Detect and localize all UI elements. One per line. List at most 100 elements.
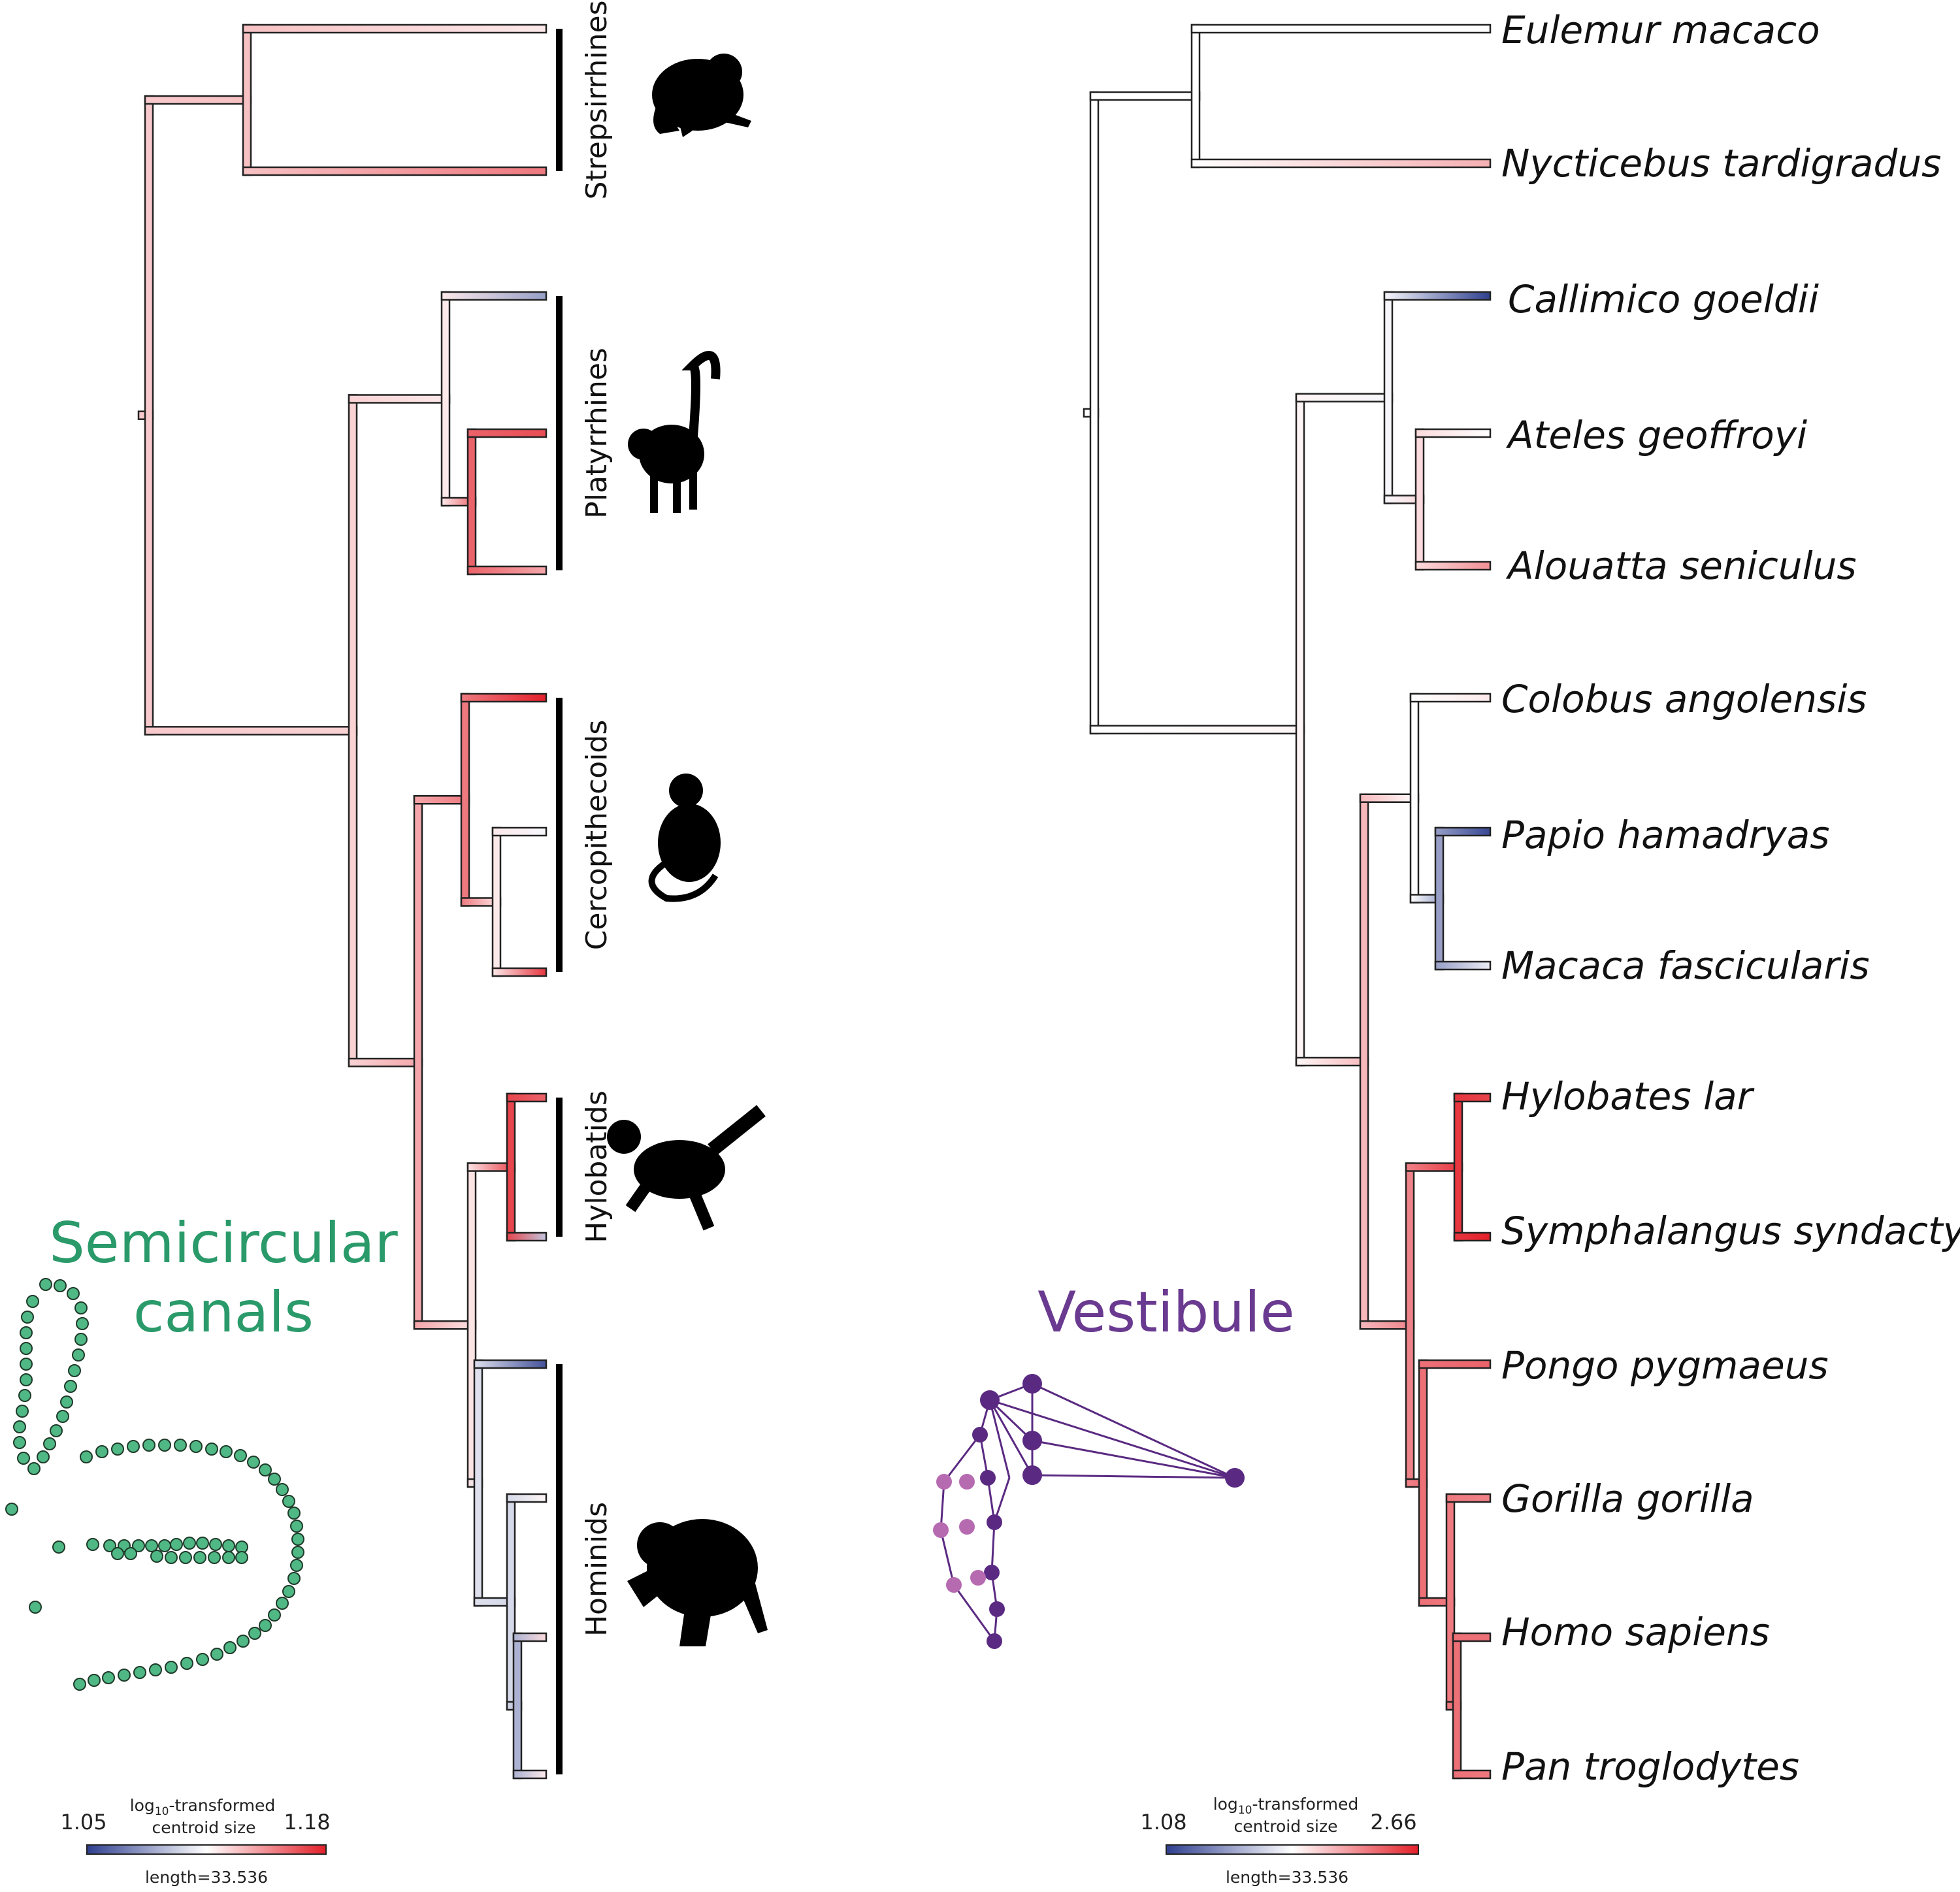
- canal-landmark-dot: [13, 1420, 26, 1433]
- canal-landmark-dot: [276, 1597, 289, 1610]
- node-connector: [440, 291, 451, 507]
- species-label: Pan troglodytes: [1501, 1744, 1799, 1789]
- tip-branch: [1452, 1632, 1492, 1642]
- legend-min-value: 1.08: [1140, 1810, 1186, 1835]
- spider-monkey-silhouette-icon: [628, 351, 721, 513]
- species-label: Eulemur macaco: [1501, 8, 1820, 52]
- canal-landmark-dot: [259, 1463, 272, 1476]
- canal-landmark-dot: [21, 1311, 34, 1324]
- tip-branch: [506, 1493, 547, 1503]
- canal-landmark-dot: [27, 1462, 41, 1475]
- canal-landmark-dot: [210, 1648, 223, 1661]
- canal-landmark-dot: [73, 1678, 86, 1691]
- canal-landmark-dot: [74, 1333, 88, 1346]
- canal-landmark-dot: [20, 1358, 33, 1371]
- canal-landmark-dot: [222, 1539, 235, 1552]
- tip-branch: [512, 1769, 547, 1780]
- canal-landmark-dot: [276, 1483, 289, 1496]
- node-connector: [491, 826, 502, 977]
- tip-branch: [440, 291, 547, 301]
- canal-landmark-dot: [127, 1440, 140, 1453]
- tip-branch: [466, 565, 547, 576]
- left-phylogenetic-tree: [137, 24, 547, 1780]
- canal-landmark-dot: [165, 1661, 178, 1674]
- color-legend-right: 1.08 2.66 log10-transformed centroid siz…: [1140, 1795, 1419, 1887]
- canal-landmark-dot: [111, 1547, 124, 1560]
- tip-branch: [473, 1359, 547, 1369]
- node-connector: [1414, 428, 1425, 571]
- species-label: Callimico goeldii: [1508, 277, 1819, 321]
- canal-landmark-dot: [26, 1295, 39, 1308]
- tip-branch: [1190, 24, 1492, 34]
- species-label: Alouatta seniculus: [1505, 544, 1857, 588]
- canal-landmark-dot: [86, 1538, 99, 1551]
- internal-branch: [348, 394, 451, 404]
- species-label: Symphalangus syndactylus: [1501, 1209, 1960, 1253]
- canal-landmark-dot: [282, 1495, 295, 1508]
- canal-landmark-dot: [17, 1452, 30, 1465]
- canal-landmark-dot: [222, 1551, 235, 1564]
- tip-branch: [506, 1231, 547, 1242]
- canal-landmark-dot: [268, 1473, 281, 1486]
- tip-branch: [1445, 1493, 1492, 1503]
- node-connector: [1453, 1092, 1463, 1242]
- tip-branch: [460, 693, 547, 703]
- tip-branch: [1453, 1231, 1492, 1242]
- lemur-silhouette-icon: [652, 54, 751, 137]
- legend-length: length=33.536: [145, 1868, 268, 1887]
- canal-landmark-dot: [189, 1440, 203, 1453]
- tip-branch: [506, 1092, 547, 1103]
- canal-landmark-dot: [13, 1436, 26, 1449]
- tip-branch: [1434, 960, 1492, 971]
- panel-title-semicircular-canals-line2: canals: [133, 1280, 314, 1345]
- panel-title-semicircular-canals-line1: Semicircular: [49, 1211, 398, 1276]
- node-connector: [460, 693, 470, 907]
- tip-branch: [1414, 561, 1492, 571]
- color-legend-left: 1.05 1.18 log10-transformed centroid siz…: [60, 1796, 330, 1887]
- clade-label-cercopithecoids: Cercopithecoids: [580, 720, 613, 951]
- canal-landmark-dot: [72, 1348, 85, 1362]
- canal-landmark-dot: [20, 1342, 33, 1355]
- canal-landmark-dot: [124, 1547, 137, 1560]
- canal-landmark-dot: [282, 1585, 295, 1598]
- legend-max-value: 1.18: [284, 1810, 330, 1835]
- clade-bracket-hominids: Hominids: [556, 1364, 613, 1774]
- tip-branch: [491, 826, 547, 837]
- node-connector: [506, 1092, 516, 1242]
- legend-max-value: 2.66: [1370, 1810, 1416, 1835]
- canal-landmark-dot: [247, 1456, 260, 1469]
- right-phylogenetic-tree: [1083, 24, 1492, 1780]
- internal-branch: [1359, 793, 1420, 803]
- canal-landmark-dot: [223, 1641, 237, 1654]
- clade-label-hominids: Hominids: [580, 1502, 613, 1637]
- canal-landmark-dot: [193, 1551, 206, 1564]
- tip-branch: [1383, 291, 1492, 301]
- canal-landmark-dot: [179, 1551, 192, 1564]
- legend-color-bar: [1166, 1844, 1419, 1855]
- species-label: Hylobates lar: [1501, 1074, 1755, 1118]
- species-label: Homo sapiens: [1501, 1610, 1770, 1654]
- canal-landmark-dot: [158, 1539, 171, 1552]
- canal-landmark-dot: [95, 1445, 108, 1458]
- node-connector: [144, 95, 154, 736]
- node-connector: [1409, 693, 1420, 904]
- canal-landmark-dot: [208, 1551, 221, 1564]
- clade-bracket-cercopithecoids: Cercopithecoids: [556, 698, 613, 972]
- clade-label-platyrrhines: Platyrrhines: [580, 348, 613, 519]
- canal-landmark-dot: [291, 1533, 304, 1546]
- canal-landmark-dot: [209, 1538, 222, 1551]
- node-connector: [473, 1359, 483, 1607]
- canal-landmark-dot: [268, 1608, 281, 1622]
- node-connector: [1434, 826, 1445, 971]
- internal-branch: [1089, 725, 1305, 735]
- canal-landmark-dot: [102, 1671, 115, 1684]
- legend-title: log10-transformed: [1213, 1795, 1359, 1817]
- canal-landmark-dot: [76, 1317, 89, 1330]
- canal-landmark-dot: [68, 1364, 81, 1377]
- canal-landmark-dot: [29, 1601, 42, 1614]
- canal-landmark-dot: [111, 1443, 124, 1456]
- canal-landmark-dot: [196, 1653, 209, 1666]
- clade-bracket-strepsirrhines: Strepsirrhines: [556, 0, 613, 200]
- species-label: Gorilla gorilla: [1501, 1476, 1754, 1521]
- legend-color-bar: [86, 1844, 327, 1855]
